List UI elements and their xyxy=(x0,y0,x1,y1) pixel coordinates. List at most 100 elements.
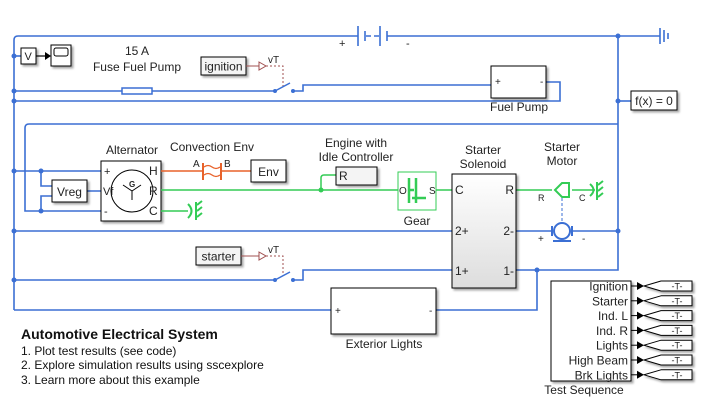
test-sequence-output-label: Lights xyxy=(596,339,628,353)
link-learn-more[interactable]: 3. Learn more about this example xyxy=(21,372,200,387)
example-info: Automotive Electrical System 1. Plot tes… xyxy=(21,327,264,387)
convection-icon[interactable] xyxy=(202,163,222,180)
alternator-port-vf: Vf xyxy=(103,186,114,198)
starter-motor-port-c: C xyxy=(579,193,586,203)
solenoid-block[interactable] xyxy=(451,173,517,289)
gear-port-o: O xyxy=(399,186,407,197)
goto-block[interactable] xyxy=(642,324,693,336)
goto-tag: -T- xyxy=(672,326,683,336)
fuse-label: Fuse Fuel Pump xyxy=(93,60,181,74)
alternator-port-plus: + xyxy=(104,166,110,178)
gear-block[interactable] xyxy=(397,171,437,211)
exterior-lights-block[interactable] xyxy=(330,287,437,335)
fuel-pump-block[interactable] xyxy=(490,65,547,99)
test-sequence-output-label: Ignition xyxy=(589,280,628,294)
battery-plus: + xyxy=(339,38,345,50)
solenoid-label-1: Starter xyxy=(465,143,501,157)
alternator-label: Alternator xyxy=(106,143,158,157)
starter-motor-label-1: Starter xyxy=(544,140,580,154)
test-sequence-output-label: Brk Lights xyxy=(575,368,628,382)
exterior-lights-minus: - xyxy=(429,306,432,317)
starter-from-label: starter xyxy=(201,250,235,264)
starter-switch-icon[interactable] xyxy=(274,271,291,281)
goto-tag: -T- xyxy=(672,311,683,321)
arrow-icon xyxy=(637,296,644,305)
solenoid-port-1m: 1- xyxy=(503,264,514,278)
test-sequence-output-label: Ind. R xyxy=(596,324,628,338)
vreg-block[interactable] xyxy=(51,179,88,203)
fuse-icon[interactable] xyxy=(121,87,153,95)
starter-switch-port: vT xyxy=(268,245,279,256)
test-sequence-output-label: High Beam xyxy=(569,354,628,368)
goto-block[interactable] xyxy=(642,354,693,366)
engine-port-r: R xyxy=(339,169,348,183)
alternator-symbol-icon xyxy=(110,169,154,213)
exterior-lights-plus: + xyxy=(335,306,341,317)
arrow-icon xyxy=(637,356,644,364)
solver-config-label: f(x) = 0 xyxy=(635,94,673,108)
goto-tag: -T- xyxy=(672,296,683,306)
alternator-g: G xyxy=(129,180,135,189)
convection-port-a: A xyxy=(193,159,200,170)
engine-label-2: Idle Controller xyxy=(319,150,394,164)
solenoid-port-2p: 2+ xyxy=(455,224,469,238)
goto-block[interactable] xyxy=(642,369,693,381)
goto-block[interactable] xyxy=(642,295,693,307)
exterior-lights-label: Exterior Lights xyxy=(346,337,423,351)
solenoid-port-c: C xyxy=(455,183,464,197)
goto-block[interactable] xyxy=(642,280,693,292)
starter-motor-label-2: Motor xyxy=(547,154,578,168)
engine-label-1: Engine with xyxy=(325,136,387,150)
test-sequence-output-label: Starter xyxy=(592,294,628,308)
goto-tag: -T- xyxy=(672,341,683,351)
alternator-port-minus: - xyxy=(104,206,108,218)
test-sequence-output-label: Ind. L xyxy=(598,309,628,323)
arrow-icon xyxy=(637,282,644,290)
solenoid-port-2m: 2- xyxy=(503,224,514,238)
alternator-port-h: H xyxy=(149,164,158,178)
link-plot-results[interactable]: 1. Plot test results (see code) xyxy=(21,343,177,358)
solenoid-port-r: R xyxy=(505,183,514,197)
solenoid-port-1p: 1+ xyxy=(455,264,469,278)
engine-block[interactable] xyxy=(335,166,378,186)
ignition-from-label: ignition xyxy=(204,60,242,74)
goto-block[interactable] xyxy=(642,310,693,322)
ignition-switch-port: vT xyxy=(268,55,279,66)
starter-motor-port-r: R xyxy=(538,193,545,203)
solenoid-label-2: Solenoid xyxy=(460,157,507,171)
solver-config-block[interactable] xyxy=(630,90,678,111)
alternator-case-ground-icon xyxy=(187,200,203,220)
voltage-sensor-label: V xyxy=(25,51,33,63)
battery-icon[interactable] xyxy=(355,26,395,46)
scope-block[interactable] xyxy=(50,44,72,67)
arrow-icon xyxy=(637,311,644,320)
convection-label: Convection Env xyxy=(170,140,254,154)
env-block[interactable] xyxy=(250,159,287,183)
junction-dots xyxy=(11,33,621,283)
env-label: Env xyxy=(258,165,279,179)
test-sequence-label: Test Sequence xyxy=(544,383,624,397)
fuel-pump-label: Fuel Pump xyxy=(490,100,548,114)
fuel-pump-minus: - xyxy=(540,77,543,88)
arrow-icon xyxy=(637,341,644,350)
gear-port-s: S xyxy=(429,186,436,197)
fuse-rating: 15 A xyxy=(125,44,149,58)
goto-block[interactable] xyxy=(642,339,693,351)
gear-label: Gear xyxy=(404,214,431,228)
goto-tag: -T- xyxy=(672,282,683,292)
starter-motor-plus: + xyxy=(538,234,544,245)
arrow-icon xyxy=(637,370,644,379)
vreg-label: Vreg xyxy=(57,185,82,199)
alternator-port-c: C xyxy=(149,204,158,218)
test-sequence-block[interactable] xyxy=(550,280,632,382)
starter-motor-icon[interactable] xyxy=(551,180,604,242)
ground-icon xyxy=(659,28,669,44)
ignition-switch-icon[interactable] xyxy=(274,82,291,92)
battery-minus: - xyxy=(406,38,410,50)
example-title: Automotive Electrical System xyxy=(21,326,218,342)
starter-motor-minus: - xyxy=(582,234,585,245)
link-sscexplore[interactable]: 2. Explore simulation results using ssce… xyxy=(21,358,264,372)
alternator-port-r: R xyxy=(149,184,158,198)
convection-port-b: B xyxy=(224,159,231,170)
